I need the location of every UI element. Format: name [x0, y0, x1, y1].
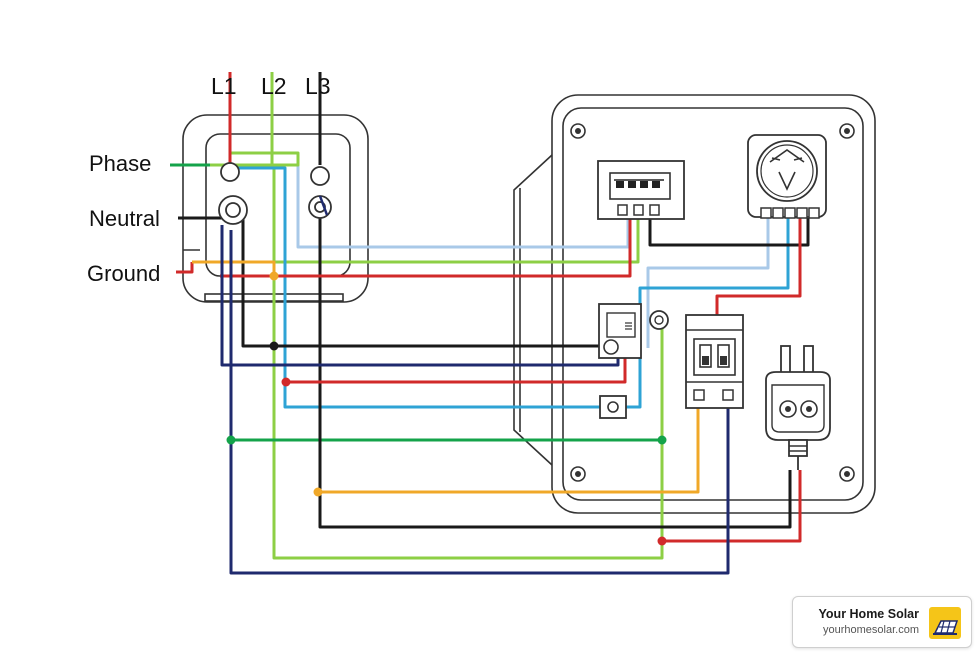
wire-navy-a [220, 225, 620, 367]
brand-url[interactable]: yourhomesolar.com [823, 624, 919, 636]
switch-module [598, 303, 642, 359]
panel-side [513, 154, 553, 466]
label-l3: L3 [305, 73, 331, 99]
label-ground: Ground [87, 261, 160, 286]
wire-blue-a [233, 166, 790, 409]
rotary-meter [747, 134, 827, 219]
wire-light-blue-b [646, 218, 770, 348]
wire-red-d [662, 470, 802, 543]
source-terminals [218, 162, 332, 225]
wire-orange-b [318, 408, 700, 494]
l1-terminal [220, 162, 240, 182]
brand-card[interactable]: Your Home Solar yourhomesolar.com [792, 596, 972, 648]
circuit-breaker [685, 314, 744, 409]
wire-red-ground [176, 262, 194, 274]
wire-light-green-top [216, 219, 640, 264]
panel-screws [570, 123, 855, 482]
wire-navy-b [229, 230, 730, 575]
distribution-panel-inner [562, 107, 864, 501]
wire-black-meter [648, 218, 810, 247]
wire-orange-a [192, 260, 276, 276]
label-phase: Phase [89, 151, 151, 176]
label-l2: L2 [261, 73, 287, 99]
wires [170, 72, 810, 575]
label-l1: L1 [211, 73, 237, 99]
solar-panel-logo-icon [929, 607, 961, 639]
wire-light-blue-a [296, 153, 630, 249]
wire-red-c [715, 218, 802, 315]
brand-title: Your Home Solar [818, 607, 919, 621]
wire-black-b [318, 210, 792, 529]
push-button [599, 395, 627, 419]
wire-black-a [241, 215, 612, 348]
power-plug [765, 345, 831, 470]
wire-light-green-main [180, 151, 300, 167]
wire-red-a [220, 219, 632, 278]
distribution-panel-outer [551, 94, 876, 514]
indicator-lamp [649, 310, 669, 330]
wire-junctions [226, 271, 667, 546]
wire-red-b [286, 358, 627, 384]
label-neutral: Neutral [89, 206, 160, 231]
energy-meter [597, 160, 685, 220]
l3-terminal [310, 166, 330, 186]
